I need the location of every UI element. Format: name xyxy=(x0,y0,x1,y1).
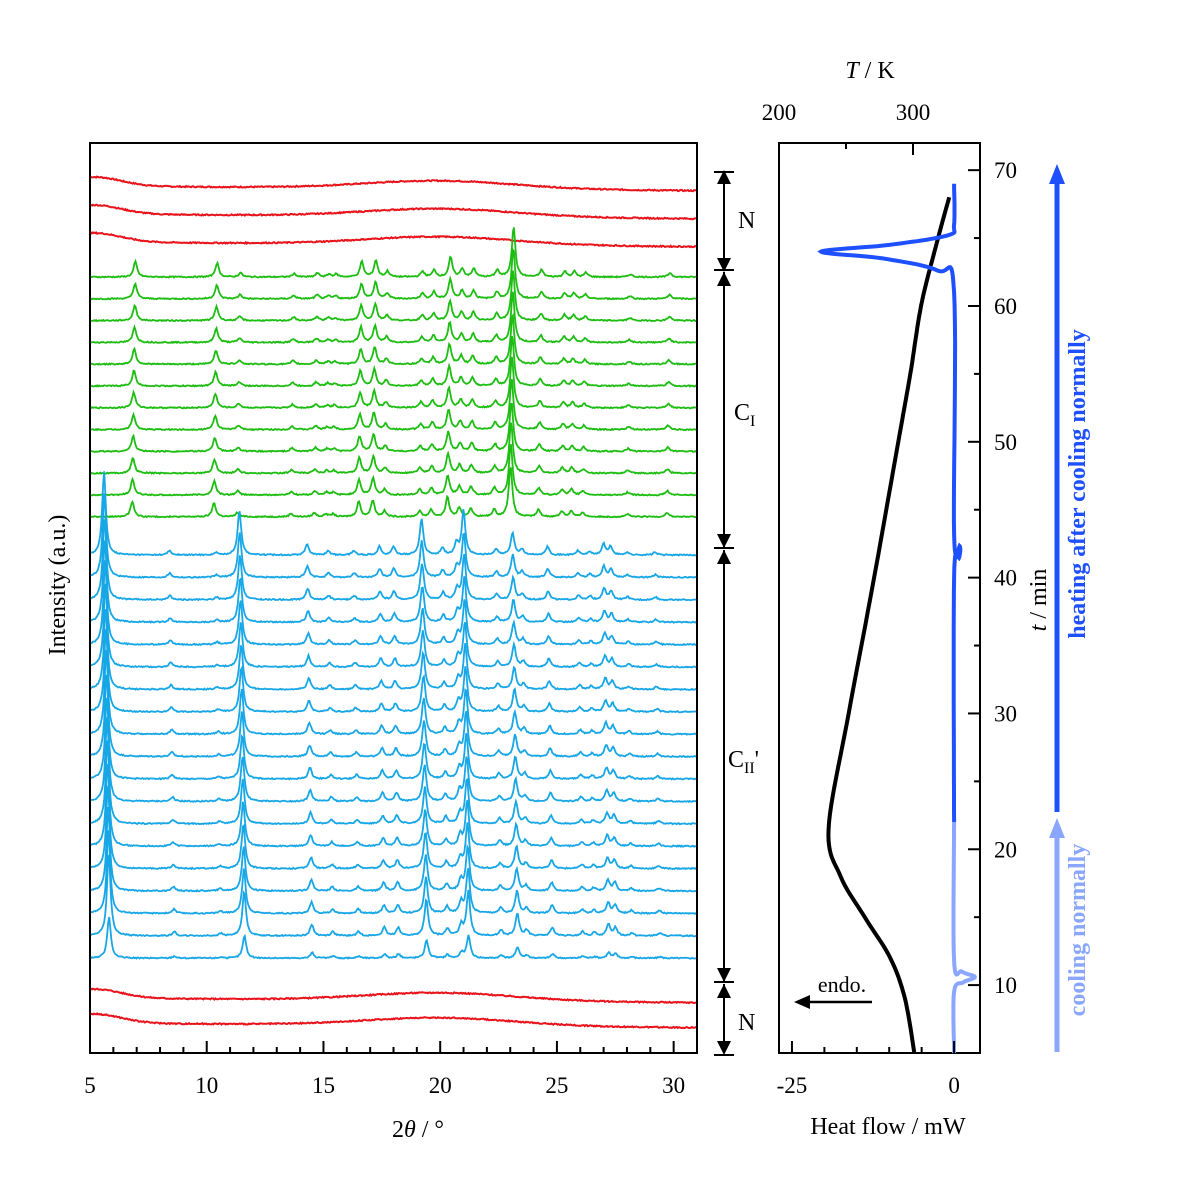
xrd-trace-ci xyxy=(89,356,698,410)
cooling-arrow-head xyxy=(1049,818,1065,838)
xrd-y-axis-label: Intensity (a.u.) xyxy=(45,515,71,656)
phase-label-n-top: N xyxy=(738,208,755,234)
dsc-panel: 200 300 -25 0 10 20 30 40 50 60 70 T / K Heat flow… xyxy=(762,58,1052,1140)
xrd-trace-cii xyxy=(89,762,698,848)
dsc-bottom-tick-label: 0 xyxy=(948,1073,960,1098)
heating-label: heating after cooling normally xyxy=(1065,329,1091,639)
xrd-trace-ci xyxy=(89,379,698,432)
dsc-right-tick-label: 60 xyxy=(994,294,1017,319)
cooling-label: cooling normally xyxy=(1065,844,1091,1017)
phase-label-cii: CII' xyxy=(728,747,759,777)
xrd-x-tick-label: 30 xyxy=(662,1073,685,1098)
dsc-right-tick-label: 20 xyxy=(994,837,1017,862)
xrd-trace-cii xyxy=(89,785,698,871)
heat-flow-cooling-curve xyxy=(951,822,977,1054)
endo-arrow-head xyxy=(794,995,810,1009)
dsc-top-axis-label: T / K xyxy=(845,58,895,84)
xrd-trace-n-top xyxy=(89,175,698,193)
phase-brackets: N CI CII' N xyxy=(714,170,759,1056)
xrd-trace-n-top xyxy=(89,231,697,249)
xrd-trace-cii xyxy=(89,540,698,624)
xrd-trace-cii xyxy=(90,674,698,759)
xrd-trace-cii xyxy=(89,697,698,781)
xrd-x-tick-label: 20 xyxy=(429,1073,452,1098)
xrd-trace-ci xyxy=(89,227,698,279)
phase-label-n-bottom: N xyxy=(738,1010,755,1036)
xrd-x-axis-label: 2θ / ° xyxy=(392,1117,444,1143)
xrd-trace-cii xyxy=(89,471,698,557)
dsc-right-tick-label: 70 xyxy=(994,158,1017,183)
dsc-top-tick-label: 200 xyxy=(762,100,797,125)
phase-label-ci: CI xyxy=(734,400,755,430)
dsc-top-tick-label: 300 xyxy=(896,100,931,125)
heating-arrow xyxy=(1049,164,1065,812)
dsc-right-axis-label: t / min xyxy=(1026,569,1052,632)
xrd-x-tick-label: 10 xyxy=(195,1073,218,1098)
heat-flow-heating-curve xyxy=(817,183,963,823)
dsc-curves xyxy=(817,183,977,1054)
xrd-trace-cii xyxy=(89,494,697,579)
xrd-trace-cii xyxy=(90,854,698,938)
xrd-plot-frame xyxy=(89,142,698,1054)
xrd-trace-ci xyxy=(89,467,698,519)
xrd-panel: 5 10 15 20 25 30 2θ / ° Intensity (a.u.) xyxy=(45,142,698,1143)
xrd-trace-cii xyxy=(89,583,698,669)
phase-n-bottom-bracket xyxy=(714,984,734,1056)
xrd-trace-cii xyxy=(89,607,698,692)
xrd-x-tick-label: 15 xyxy=(312,1073,335,1098)
dsc-bottom-tick-label: -25 xyxy=(777,1073,808,1098)
xrd-trace-n-top xyxy=(89,203,698,221)
dsc-right-tick-label: 40 xyxy=(994,566,1017,591)
endo-label: endo. xyxy=(818,972,866,997)
xrd-trace-cii xyxy=(89,807,698,893)
dsc-ticks: 200 300 -25 0 10 20 30 40 50 60 70 xyxy=(762,100,1017,1098)
xrd-trace-cii xyxy=(89,740,698,826)
phase-cii-bracket xyxy=(714,550,734,983)
xrd-trace-ci xyxy=(89,270,698,323)
dsc-right-tick-label: 10 xyxy=(994,973,1017,998)
dsc-right-tick-label: 30 xyxy=(994,701,1017,726)
dsc-bottom-axis-label: Heat flow / mW xyxy=(810,1114,966,1140)
dsc-right-tick-label: 50 xyxy=(994,430,1017,455)
phase-ci-bracket xyxy=(714,272,734,549)
cooling-arrow xyxy=(1049,818,1065,1052)
xrd-trace-ci xyxy=(89,291,698,345)
xrd-trace-ci xyxy=(89,335,697,388)
xrd-trace-cii xyxy=(89,650,698,736)
xrd-trace-n-bottom xyxy=(89,1012,698,1030)
temperature-curve xyxy=(826,196,952,1054)
xrd-trace-cii xyxy=(89,560,697,647)
heating-arrow-head xyxy=(1049,164,1065,184)
phase-n-top-bracket xyxy=(714,170,734,272)
xrd-trace-cii xyxy=(89,519,698,602)
xrd-trace-ci xyxy=(89,402,698,454)
xrd-trace-n-bottom xyxy=(89,987,698,1005)
xrd-trace-cii xyxy=(89,717,698,804)
xrd-x-ticks: 5 10 15 20 25 30 xyxy=(84,1041,698,1098)
xrd-trace-ci xyxy=(89,312,698,366)
xrd-trace-ci xyxy=(89,247,698,301)
endo-indicator: endo. xyxy=(794,972,872,1009)
xrd-trace-cii xyxy=(89,830,698,915)
xrd-trace-cii xyxy=(89,629,698,714)
process-arrows: heating after cooling normally cooling n… xyxy=(1049,164,1091,1052)
xrd-traces xyxy=(89,175,698,1030)
xrd-x-tick-label: 5 xyxy=(84,1073,96,1098)
xrd-trace-cii xyxy=(90,916,698,960)
xrd-trace-ci xyxy=(89,422,698,475)
xrd-x-tick-label: 25 xyxy=(545,1073,568,1098)
dsc-plot-frame xyxy=(778,142,981,1054)
xrd-trace-ci xyxy=(89,444,698,497)
